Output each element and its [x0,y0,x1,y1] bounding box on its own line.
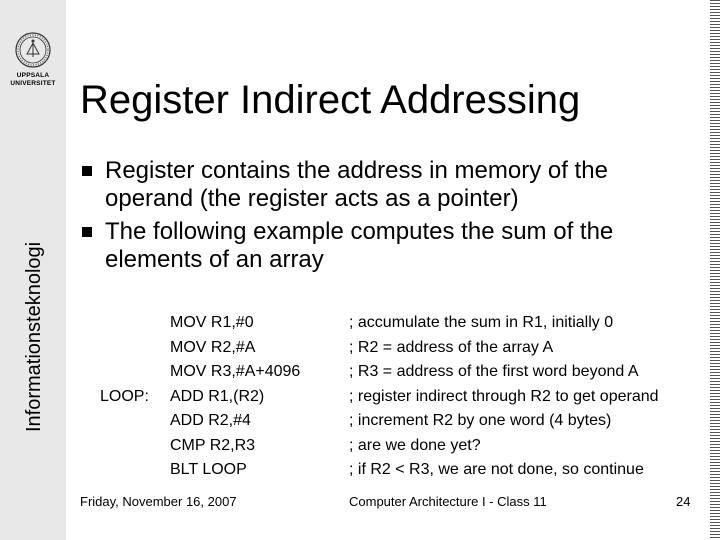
university-name-line2: UNIVERSITET [10,80,56,87]
code-instruction: MOV R3,#A+4096 [170,363,301,380]
university-name: UPPSALA UNIVERSITET [2,72,64,88]
square-bullet-icon [82,227,92,237]
code-label: LOOP: [100,387,149,405]
page-number: 24 [676,494,691,509]
vertical-department-label: Informationsteknologi [23,241,45,432]
code-instruction: CMP R2,R3 [170,436,256,454]
bullet-item: Register contains the address in memory … [80,157,700,213]
code-instruction: MOV R2,#A [170,338,256,356]
bullet-item: The following example computes the sum o… [80,218,700,274]
bullet-list: Register contains the address in memory … [80,157,700,279]
slide-title: Register Indirect Addressing [80,78,581,122]
bullet-text-line: elements of an array [105,246,324,273]
bullet-text-line: The following example computes the sum o… [105,218,614,245]
code-instruction: ADD R1,(R2) [170,387,265,405]
dashed-right-border [710,0,720,540]
square-bullet-icon [82,166,92,176]
code-comment: ; are we done yet? [349,436,481,454]
footer-course: Computer Architecture I - Class 11 [349,494,547,509]
code-comment: ; accumulate the sum in R1, initially 0 [349,314,614,331]
bullet-text-line: operand (the register acts as a pointer) [105,185,519,212]
code-instruction: MOV R1,#0 [170,314,254,331]
code-comment: ; if R2 < R3, we are not done, so contin… [349,461,644,478]
code-instruction: BLT LOOP [170,461,247,478]
university-seal-icon [15,32,51,68]
code-comment: ; increment R2 by one word (4 bytes) [349,412,612,429]
code-comment: ; register indirect through R2 to get op… [349,387,659,405]
university-name-line1: UPPSALA [16,72,50,79]
footer-date: Friday, November 16, 2007 [80,494,237,509]
code-comment: ; R3 = address of the first word beyond … [349,363,639,380]
code-instruction: ADD R2,#4 [170,412,251,429]
bullet-text-line: Register contains the address in memory … [105,157,608,184]
code-comment: ; R2 = address of the array A [349,338,554,356]
sidebar: UPPSALA UNIVERSITET Informationsteknolog… [0,0,66,540]
